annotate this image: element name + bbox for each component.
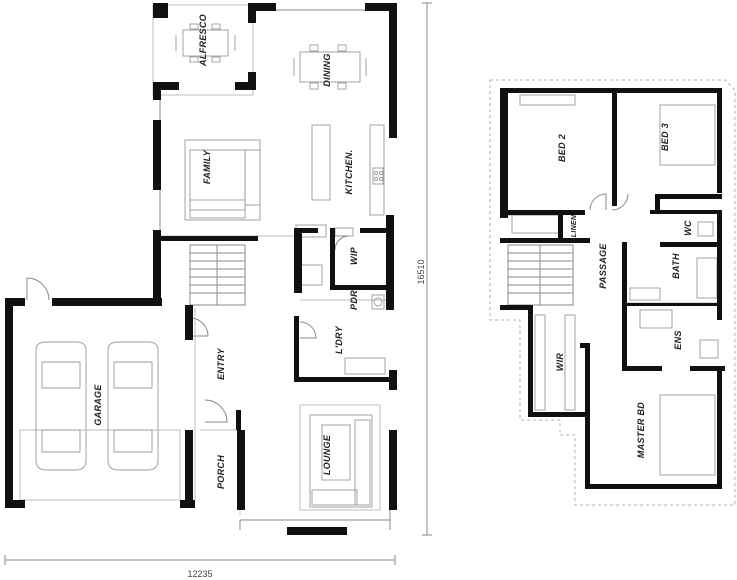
kitchen-label: KITCHEN. [344, 150, 354, 195]
lounge-label: LOUNGE [322, 434, 332, 475]
bed2-label: BED 2 [557, 134, 567, 162]
master-label: MASTER BD [636, 402, 646, 458]
passage-label: PASSAGE [598, 243, 608, 289]
dining-table [293, 44, 367, 90]
ground-floor-plan: ALFRESCO DINING FAMILY KITCHEN. WIP PDR … [5, 3, 629, 535]
bath-label: BATH [671, 253, 681, 279]
family-sofa [184, 139, 261, 221]
dimension-lines: 12235 16510 [4, 2, 432, 579]
garage-label: GARAGE [93, 384, 103, 426]
wip-label: WIP [349, 246, 359, 265]
depth-dimension: 16510 [416, 259, 426, 284]
dining-label: DINING [322, 53, 332, 86]
linen-label: LINEN [571, 214, 578, 237]
porch-label: PORCH [216, 455, 226, 489]
upper-floor-walls [500, 88, 725, 489]
upper-floor-plan: BED 2 BED 3 LINEN WC PASSAGE BATH WIR EN… [489, 79, 736, 506]
garage-cars [35, 341, 159, 471]
laundry-label: L'DRY [334, 325, 344, 354]
wc-label: WC [683, 220, 693, 236]
ground-floor-labels: ALFRESCO DINING FAMILY KITCHEN. WIP PDR … [93, 14, 359, 489]
kitchen-fittings [295, 124, 385, 238]
pdr-label: PDR [349, 290, 359, 310]
ground-floor-walls [5, 3, 397, 535]
alfresco-table [175, 23, 236, 63]
entry-label: ENTRY [216, 347, 226, 380]
upper-stair [507, 244, 574, 306]
family-label: FAMILY [202, 149, 212, 184]
ground-stair [189, 244, 246, 306]
door-swings [26, 193, 629, 423]
wir-label: WIR [555, 353, 565, 372]
lounge-sofa [309, 414, 373, 508]
alfresco-label: ALFRESCO [198, 14, 208, 67]
upper-floor-outline [489, 79, 736, 506]
width-dimension: 12235 [187, 569, 212, 579]
ens-label: ENS [673, 330, 683, 349]
upper-floor-labels: BED 2 BED 3 LINEN WC PASSAGE BATH WIR EN… [555, 123, 693, 458]
bed3-label: BED 3 [660, 123, 670, 151]
service-fittings [299, 227, 386, 375]
